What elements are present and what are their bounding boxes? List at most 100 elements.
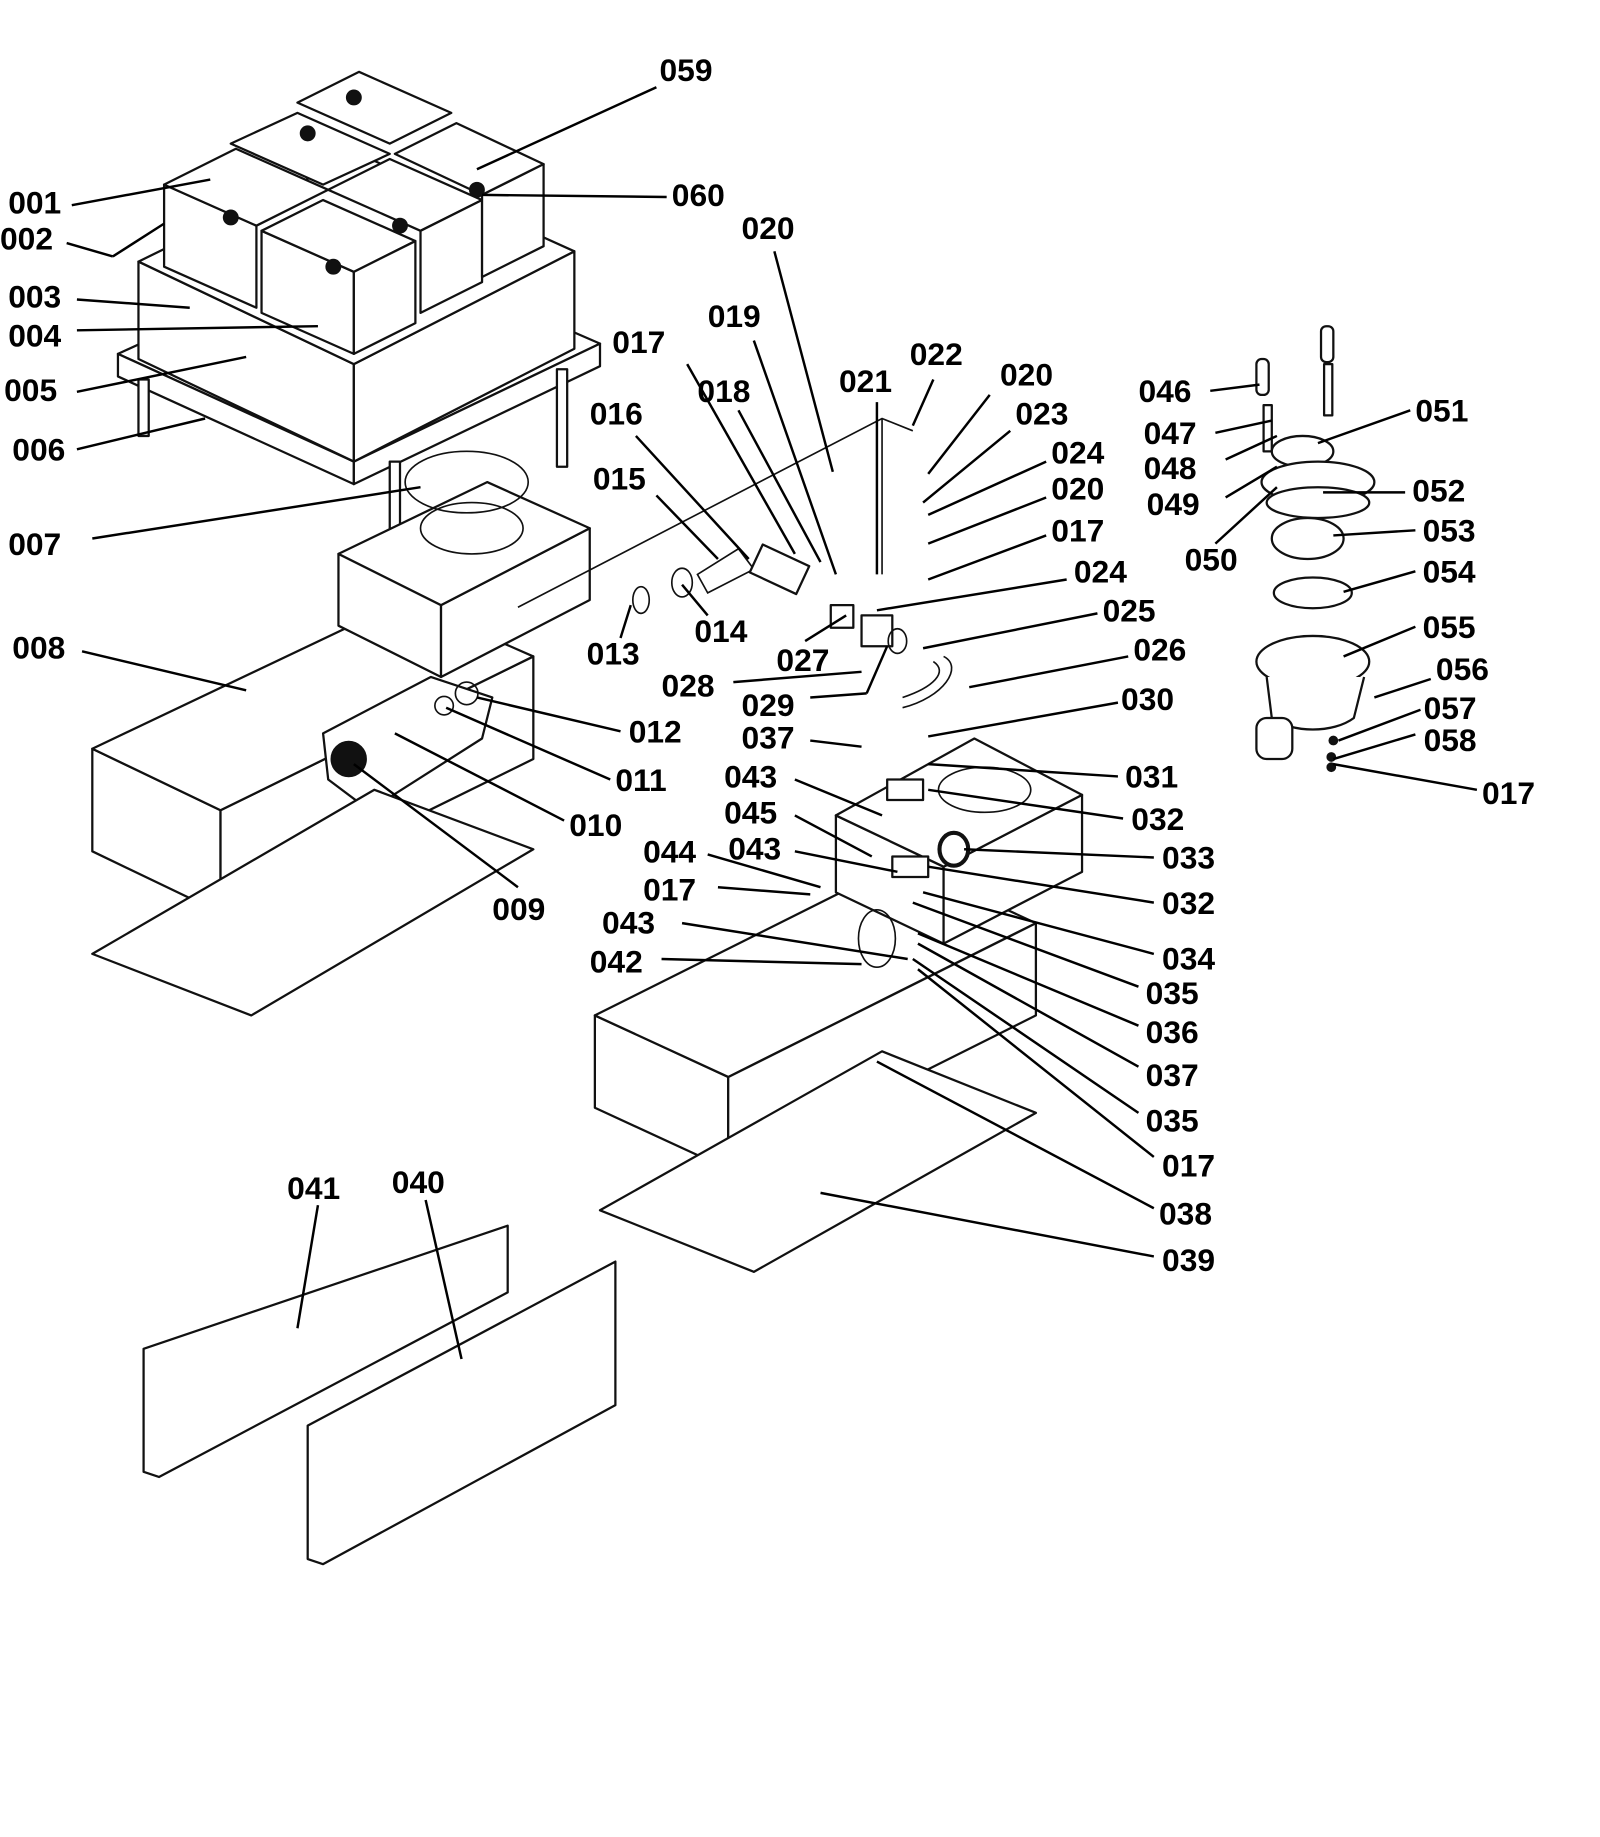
- leader-line-004: [76, 324, 318, 332]
- leader-line-037: [810, 739, 862, 748]
- callout-054: 054: [1423, 554, 1476, 590]
- callout-041: 041: [287, 1170, 340, 1206]
- callout-009: 009: [492, 891, 545, 927]
- leader-line-047: [1215, 419, 1273, 435]
- parts-drawing: [91, 70, 1376, 1566]
- callout-005: 005: [4, 372, 57, 408]
- leader-line-043: [681, 921, 908, 961]
- callout-045: 045: [724, 795, 777, 831]
- leader-lines: [66, 86, 1478, 1360]
- leader-line-035: [912, 957, 1140, 1114]
- callout-053: 053: [1423, 513, 1476, 549]
- callout-036: 036: [1146, 1014, 1199, 1050]
- callout-003: 003: [8, 279, 61, 315]
- callout-008: 008: [12, 630, 65, 666]
- leader-line-016: [634, 435, 750, 560]
- side-panels: [142, 1224, 617, 1566]
- leader-line-060: [482, 193, 667, 199]
- leader-line-029: [810, 692, 867, 699]
- callout-017: 017: [1162, 1147, 1215, 1183]
- leader-line-048: [1225, 434, 1278, 461]
- vacuum-motor-assembly: [1255, 325, 1376, 773]
- callout-020: 020: [742, 210, 795, 246]
- leader-line-037: [917, 942, 1140, 1068]
- leader-line-028: [733, 670, 862, 684]
- leader-line-020: [927, 394, 991, 475]
- leader-line-043: [794, 850, 898, 874]
- leader-line-043: [794, 778, 883, 817]
- callout-026: 026: [1133, 632, 1186, 668]
- leader-line-036: [917, 932, 1139, 1027]
- callout-labels: 0590010020030040050060070080600200190170…: [0, 52, 1535, 1278]
- leader-line-032: [928, 865, 1155, 904]
- leader-line-017: [917, 968, 1155, 1158]
- callout-031: 031: [1125, 759, 1178, 795]
- leader-line-009: [353, 763, 519, 889]
- callout-025: 025: [1103, 593, 1156, 629]
- leader-line-049: [1225, 465, 1278, 499]
- callout-043: 043: [724, 759, 777, 795]
- callout-044: 044: [643, 834, 696, 870]
- leader-line-027: [804, 614, 847, 643]
- leader-line-050: [1214, 486, 1278, 545]
- callout-049: 049: [1147, 486, 1200, 522]
- callout-004: 004: [8, 318, 61, 354]
- leader-line-017: [686, 363, 796, 555]
- callout-002: 002: [0, 220, 53, 256]
- callout-007: 007: [8, 526, 61, 562]
- leader-line-023: [922, 429, 1012, 504]
- callout-015: 015: [593, 460, 646, 496]
- left-tank: [91, 450, 591, 1017]
- callout-013: 013: [587, 636, 640, 672]
- leader-line-033: [964, 848, 1154, 859]
- callout-012: 012: [629, 714, 682, 750]
- callout-019: 019: [708, 298, 761, 334]
- leader-line-020: [927, 496, 1047, 545]
- callout-024: 024: [1051, 435, 1104, 471]
- callout-048: 048: [1144, 450, 1197, 486]
- leader-line-001: [71, 178, 211, 207]
- leader-line-045: [794, 814, 873, 858]
- callout-011: 011: [615, 762, 666, 798]
- leader-line-017: [1333, 762, 1478, 791]
- leader-line-035: [912, 901, 1139, 988]
- callout-033: 033: [1162, 840, 1215, 876]
- leader-line-018: [737, 409, 822, 563]
- leader-line-017: [717, 885, 811, 896]
- leader-line-039: [820, 1191, 1155, 1258]
- callout-051: 051: [1415, 393, 1468, 429]
- callout-029: 029: [742, 687, 795, 723]
- callout-030: 030: [1121, 681, 1174, 717]
- leader-line-008: [81, 650, 247, 692]
- leader-line-011: [445, 706, 611, 781]
- leader-line-029: [865, 645, 889, 694]
- leader-line-005: [76, 355, 247, 394]
- callout-047: 047: [1144, 415, 1197, 451]
- leader-line-040: [424, 1199, 463, 1360]
- callout-035: 035: [1146, 975, 1199, 1011]
- batteries: [162, 70, 545, 356]
- callout-032: 032: [1131, 801, 1184, 837]
- leader-line-017: [927, 534, 1047, 581]
- leader-line-010: [394, 732, 565, 822]
- hose-assembly: [517, 417, 953, 709]
- callout-050: 050: [1185, 541, 1238, 577]
- leader-line-038: [876, 1060, 1155, 1210]
- leader-line-007: [92, 486, 421, 540]
- callout-018: 018: [697, 373, 750, 409]
- callout-043: 043: [728, 831, 781, 867]
- leader-line-053: [1333, 529, 1416, 537]
- callout-017: 017: [1051, 513, 1104, 549]
- callout-016: 016: [590, 396, 643, 432]
- leader-line-034: [922, 891, 1155, 956]
- callout-032: 032: [1162, 885, 1215, 921]
- callout-052: 052: [1412, 473, 1465, 509]
- callout-006: 006: [12, 432, 65, 468]
- leader-line-003: [76, 298, 190, 309]
- callout-014: 014: [694, 613, 747, 649]
- leader-line-006: [76, 417, 206, 451]
- leader-line-013: [619, 604, 632, 639]
- callout-023: 023: [1015, 396, 1068, 432]
